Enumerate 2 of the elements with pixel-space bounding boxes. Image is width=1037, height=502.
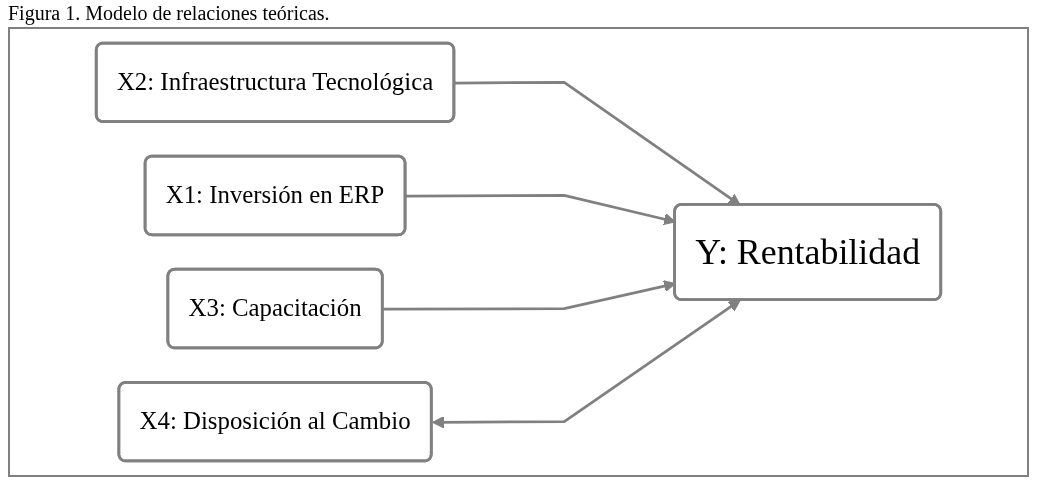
arrow [431, 299, 741, 429]
figure-title: Figura 1. Modelo de relaciones teóricas. [7, 1, 331, 27]
